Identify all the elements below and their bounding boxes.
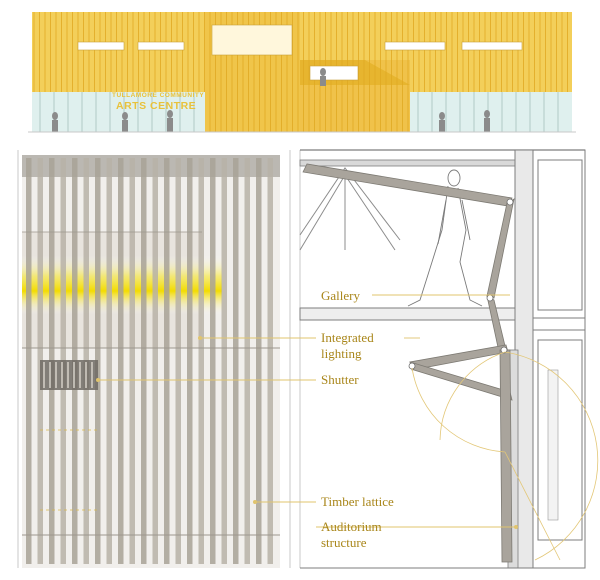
front-elevation <box>28 10 576 133</box>
timber-slat <box>118 158 124 564</box>
timber-slat <box>26 158 32 564</box>
timber-slat <box>106 158 112 564</box>
label-auditorium-line1: Auditorium <box>321 519 382 534</box>
timber-slat <box>129 158 135 564</box>
timber-slat <box>175 158 181 564</box>
timber-slat <box>152 158 158 564</box>
timber-slat <box>187 158 193 564</box>
elevation-sign-line2: ARTS CENTRE <box>116 100 197 112</box>
label-integrated-lighting-line2: lighting <box>321 346 362 361</box>
swing-arcs <box>411 351 599 561</box>
timber-slat <box>233 158 239 564</box>
timber-slat <box>210 158 216 564</box>
section-detail <box>96 149 599 569</box>
timber-slat <box>256 158 262 564</box>
gallery-person <box>407 169 483 307</box>
label-gallery: Gallery <box>321 288 360 303</box>
label-auditorium-line2: structure <box>321 535 367 550</box>
timber-slat <box>164 158 170 564</box>
elevation-sign-line1: TULLAMORE COMMUNITY <box>112 92 205 99</box>
ground-floor-glazing-left <box>32 92 205 132</box>
label-integrated-lighting-line1: Integrated <box>321 330 374 345</box>
label-shutter: Shutter <box>321 372 359 387</box>
elevation-people <box>52 68 490 132</box>
timber-slat <box>221 158 227 564</box>
timber-slat <box>141 158 147 564</box>
gallery-floor-slab <box>299 307 516 321</box>
timber-slat <box>198 158 204 564</box>
ground-floor-glazing-right <box>410 92 572 132</box>
timber-slat <box>267 158 273 564</box>
shutter-panel <box>40 360 98 390</box>
label-timber-lattice: Timber lattice <box>321 494 394 509</box>
leader-lines <box>98 294 516 528</box>
lattice-elevation-detail <box>17 150 291 568</box>
timber-slat <box>244 158 250 564</box>
